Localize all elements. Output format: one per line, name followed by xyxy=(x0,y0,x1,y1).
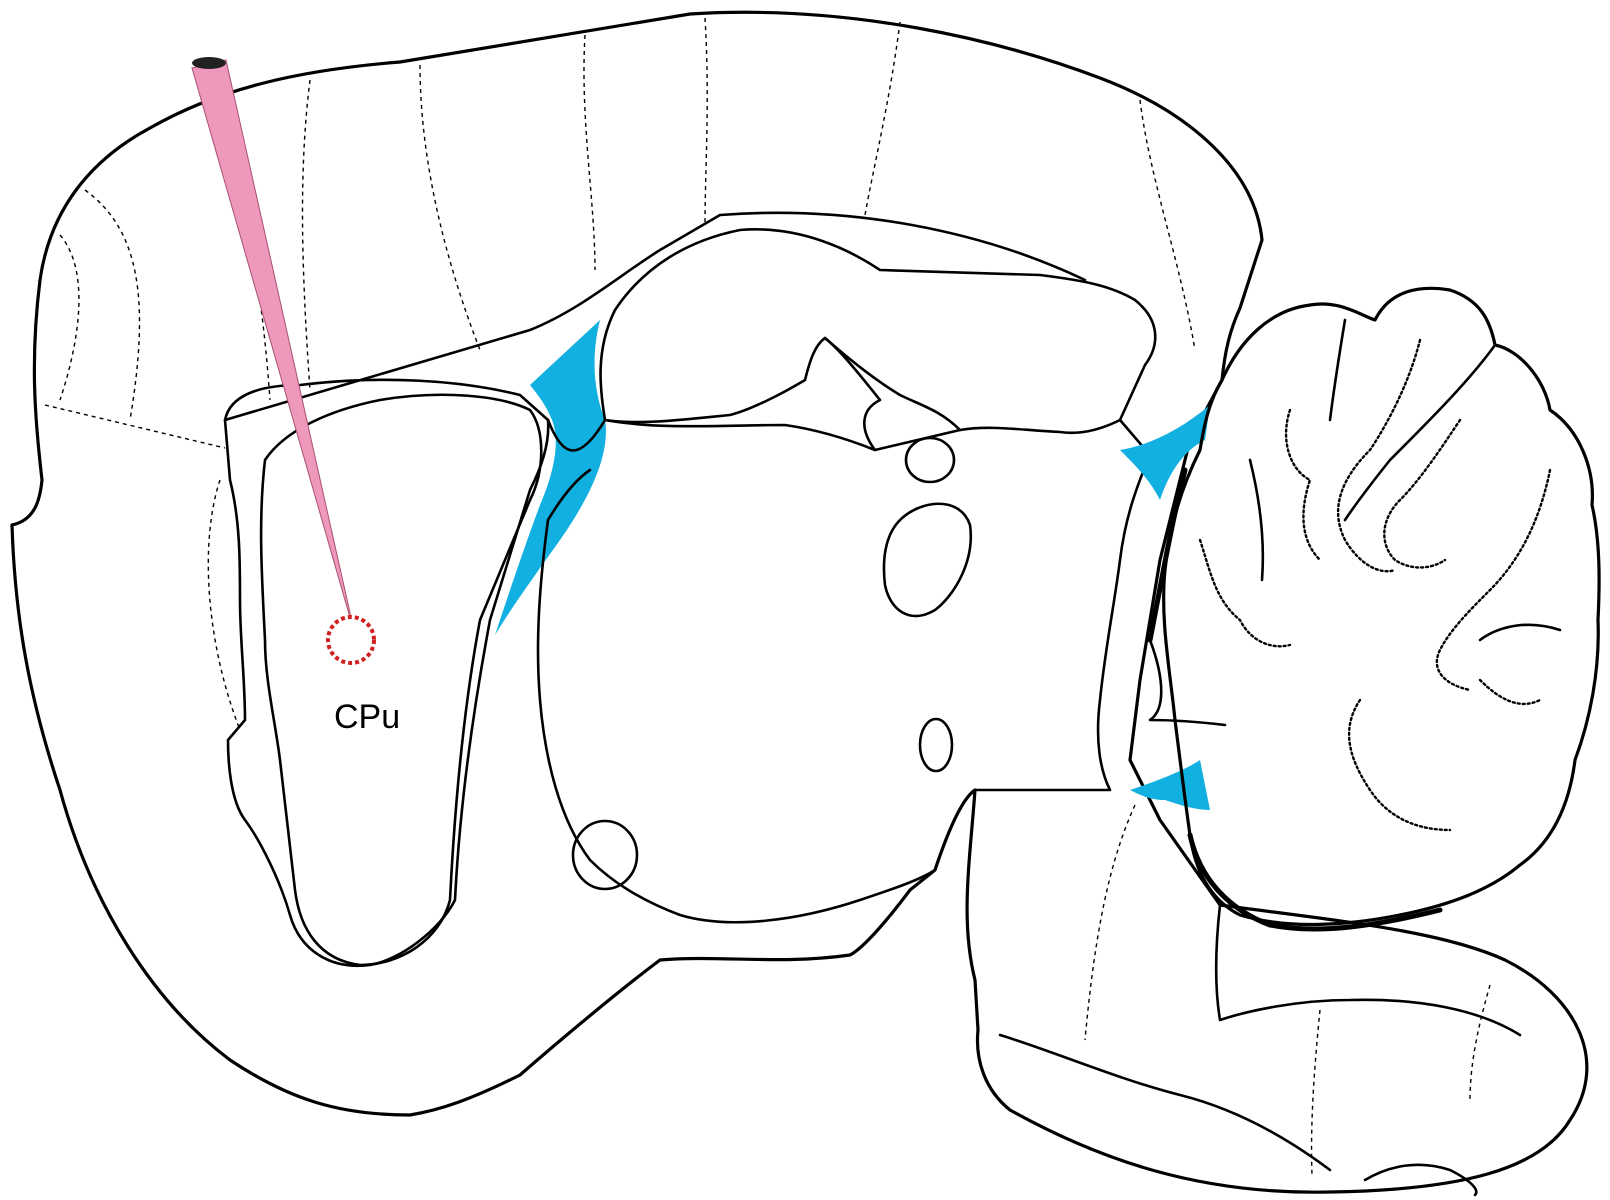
internal-capsule-boundary xyxy=(546,468,592,522)
cortical-area-boundary-2 xyxy=(59,234,80,401)
mammillothalamic-tract xyxy=(882,502,973,618)
cortical-area-boundary-9 xyxy=(864,21,901,216)
brainstem-dashed-line-2 xyxy=(1310,1009,1321,1176)
cortex-inner-boundary xyxy=(223,211,1087,422)
cerebellar-folia-2 xyxy=(1337,338,1422,573)
dentate-gyrus-line xyxy=(823,336,962,432)
brainstem-dashed-line-1 xyxy=(1084,804,1136,1041)
cortical-area-boundary-3 xyxy=(84,189,141,421)
thalamus-region xyxy=(536,418,1152,924)
cortical-area-boundary-11 xyxy=(207,479,241,731)
injection-site-marker xyxy=(326,615,376,665)
medial-lemniscus xyxy=(918,717,954,773)
cerebellum-outline xyxy=(1162,286,1601,927)
cerebellar-folia-1 xyxy=(1284,408,1322,562)
pons-boundary xyxy=(998,1033,1332,1172)
cerebellar-fissure-5 xyxy=(1148,638,1227,727)
hippocampus-formation xyxy=(599,228,1157,452)
striatum-outer-boundary xyxy=(223,378,550,968)
cerebellar-fissure-3 xyxy=(1478,623,1562,642)
cerebellar-fissure-1 xyxy=(1328,318,1347,422)
cerebellar-folia-6 xyxy=(1347,698,1452,832)
brain-outline xyxy=(10,10,1589,1194)
cerebellar-folia-3 xyxy=(1383,418,1462,569)
cerebellar-folia-4 xyxy=(1435,468,1552,692)
cortical-area-boundary-6 xyxy=(419,64,481,351)
electrode-top-cap xyxy=(192,57,226,69)
cerebellar-fissure-2 xyxy=(1343,343,1497,522)
brainstem-dashed-line-3 xyxy=(1469,984,1491,1101)
fourth-ventricle xyxy=(1130,760,1210,810)
cortical-area-boundary-7 xyxy=(583,34,596,271)
cerebellum-ventral-border xyxy=(1147,467,1443,932)
caudate-putamen-region xyxy=(259,393,543,967)
anterior-commissure xyxy=(571,819,639,891)
cortical-area-boundary-8 xyxy=(704,17,708,226)
lateral-ventricle xyxy=(495,320,606,635)
cortical-area-boundary-1 xyxy=(44,404,226,449)
fasciculus-retroflexus xyxy=(904,436,956,484)
cerebellar-fissure-4 xyxy=(1248,458,1265,582)
cerebellar-folia-7 xyxy=(1478,678,1542,706)
medulla-boundary xyxy=(1214,903,1522,1037)
pontine-nuclei-outline xyxy=(1363,1163,1478,1197)
cerebral-aqueduct xyxy=(1120,405,1210,500)
cortical-area-boundary-5 xyxy=(301,79,311,391)
electrode-shaft xyxy=(191,59,356,636)
cerebellar-folia-5 xyxy=(1198,538,1292,648)
cpu-label: CPu xyxy=(334,698,400,736)
